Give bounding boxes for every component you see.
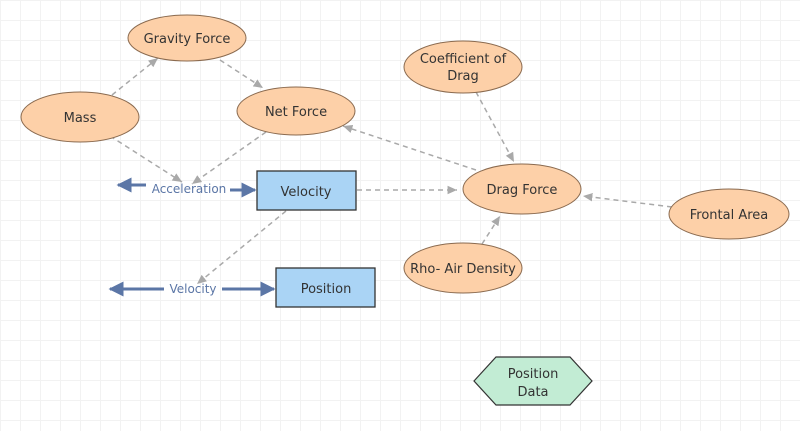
converter-position-data-shape [473, 356, 593, 406]
variable-net-force-shape [236, 86, 356, 136]
variable-coefficient-of-drag[interactable]: Coefficient of Drag [403, 40, 523, 94]
converter-position-data-label-line1: Position [508, 367, 559, 382]
stock-velocity[interactable]: Velocity [256, 170, 357, 211]
stock-position-shape [275, 267, 376, 308]
variable-coefficient-of-drag-label-line2: Drag [447, 69, 479, 84]
variable-mass-label: Mass [64, 111, 97, 126]
stock-velocity-label: Velocity [281, 185, 332, 200]
link-coefficient-of-drag-to-drag-force[interactable] [475, 91, 515, 163]
variable-mass-shape [20, 91, 140, 143]
variable-frontal-area-label: Frontal Area [690, 208, 769, 223]
variable-gravity-force-shape [127, 14, 247, 62]
link-mass-to-acceleration[interactable] [109, 135, 183, 183]
flow-velocity-label: Velocity [169, 282, 216, 296]
stock-velocity-shape [256, 170, 357, 211]
variable-frontal-area-shape [668, 188, 790, 240]
converter-position-data-label-line2: Data [517, 385, 548, 400]
link-velocity-stock-to-velocity-flow[interactable] [196, 210, 287, 285]
variable-gravity-force-label: Gravity Force [144, 32, 231, 47]
variable-rho-air-density-shape [403, 242, 523, 294]
variable-mass[interactable]: Mass [20, 91, 140, 143]
flow-acceleration[interactable]: Acceleration [116, 177, 257, 198]
variable-drag-force[interactable]: Drag Force [462, 163, 582, 215]
stock-position[interactable]: Position [275, 267, 376, 308]
variable-coefficient-of-drag-shape [403, 40, 523, 94]
variable-net-force[interactable]: Net Force [236, 86, 356, 136]
variable-net-force-label: Net Force [265, 105, 327, 120]
link-net-force-to-acceleration[interactable] [191, 131, 267, 185]
variable-frontal-area[interactable]: Frontal Area [668, 188, 790, 240]
variable-rho-air-density-label: Rho- Air Density [410, 262, 516, 277]
variable-coefficient-of-drag-label-line1: Coefficient of [420, 52, 507, 67]
converter-position-data[interactable]: Position Data [473, 356, 593, 406]
link-frontal-area-to-drag-force[interactable] [582, 192, 673, 208]
stock-position-label: Position [301, 282, 352, 297]
link-drag-force-to-net-force[interactable] [342, 124, 477, 171]
variable-drag-force-shape [462, 163, 582, 215]
variable-gravity-force[interactable]: Gravity Force [127, 14, 247, 62]
link-rho-air-density-to-drag-force[interactable] [481, 215, 501, 245]
flow-velocity[interactable]: Velocity [108, 281, 276, 297]
variable-rho-air-density[interactable]: Rho- Air Density [403, 242, 523, 294]
links [109, 57, 673, 285]
link-gravity-force-to-net-force[interactable] [219, 59, 264, 89]
flow-acceleration-label: Acceleration [152, 182, 227, 196]
variable-drag-force-label: Drag Force [487, 183, 558, 198]
link-mass-to-gravity-force[interactable] [111, 57, 159, 96]
